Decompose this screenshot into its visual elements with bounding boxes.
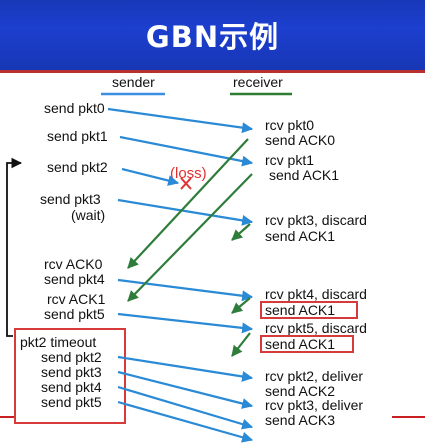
timeout-highlight-box <box>14 328 126 424</box>
page-title: GBN示例 <box>145 20 280 54</box>
sender-send-pkt5: send pkt5 <box>44 306 105 322</box>
sender-resend-pkt3: send pkt3 <box>41 364 102 380</box>
receiver-header: receiver <box>233 74 283 90</box>
arrow-pkt0 <box>107 107 254 134</box>
loss-label: (loss) <box>170 165 207 182</box>
receiver-send-ack1-a: send ACK1 <box>269 167 339 183</box>
sender-rcv-ack0: rcv ACK0 <box>44 256 103 272</box>
receiver-send-ack1-b: send ACK1 <box>265 228 335 244</box>
receiver-rcv-pkt4-discard: rcv pkt4, discard <box>265 286 367 302</box>
receiver-rcv-pkt0: rcv pkt0 <box>265 117 314 133</box>
receiver-send-ack2: send ACK2 <box>265 383 335 399</box>
arrow-ack1 <box>127 173 253 302</box>
arrow-pkt3 <box>117 198 254 226</box>
sender-send-pkt3: send pkt3 <box>40 191 101 207</box>
receiver-send-ack0: send ACK0 <box>265 132 335 148</box>
arrow-resend-pkt2 <box>117 355 254 382</box>
sender-send-pkt4: send pkt4 <box>44 271 105 287</box>
arrow-ack1-dup-3 <box>231 332 251 357</box>
receiver-send-ack3: send ACK3 <box>265 412 335 428</box>
arrow-resend-pkt3 <box>117 370 254 409</box>
arrow-ack1-dup-2 <box>231 297 251 314</box>
receiver-send-ack1-d: send ACK1 <box>265 336 335 352</box>
timeout-loop-arrow <box>6 157 23 337</box>
arrow-resend-pkt4 <box>117 385 254 430</box>
sender-resend-pkt2: send pkt2 <box>41 349 102 365</box>
receiver-rcv-pkt5-discard: rcv pkt5, discard <box>265 320 367 336</box>
receiver-rcv-pkt1: rcv pkt1 <box>265 152 314 168</box>
arrow-pkt1 <box>119 135 254 167</box>
bottom-rule-left <box>0 416 14 418</box>
sender-send-pkt1: send pkt1 <box>47 128 108 144</box>
receiver-rcv-pkt3-deliver: rcv pkt3, deliver <box>265 397 363 413</box>
arrow-ack0 <box>127 138 249 269</box>
arrow-pkt4 <box>117 278 254 302</box>
sender-header: sender <box>112 74 155 90</box>
ack1-highlight-box-2 <box>260 335 354 353</box>
arrow-pkt2-lost <box>121 167 180 186</box>
loss-x-b <box>180 177 192 190</box>
sender-send-pkt0: send pkt0 <box>44 100 105 116</box>
arrow-resend-pkt5 <box>117 400 254 443</box>
arrow-pkt5 <box>117 312 254 334</box>
sender-wait: (wait) <box>71 207 105 223</box>
sender-rcv-ack1: rcv ACK1 <box>47 291 106 307</box>
sender-resend-pkt4: send pkt4 <box>41 379 102 395</box>
ack1-highlight-box-1 <box>260 301 358 319</box>
receiver-rcv-pkt3-discard: rcv pkt3, discard <box>265 212 367 228</box>
receiver-rcv-pkt2-deliver: rcv pkt2, deliver <box>265 368 363 384</box>
sender-pkt2-timeout: pkt2 timeout <box>20 334 96 350</box>
receiver-send-ack1-c: send ACK1 <box>265 302 335 318</box>
arrow-ack1-dup-1 <box>231 223 251 241</box>
sender-resend-pkt5: send pkt5 <box>41 394 102 410</box>
sender-send-pkt2: send pkt2 <box>47 159 108 175</box>
bottom-rule-right <box>392 416 425 418</box>
title-bar: GBN示例 <box>0 0 425 73</box>
